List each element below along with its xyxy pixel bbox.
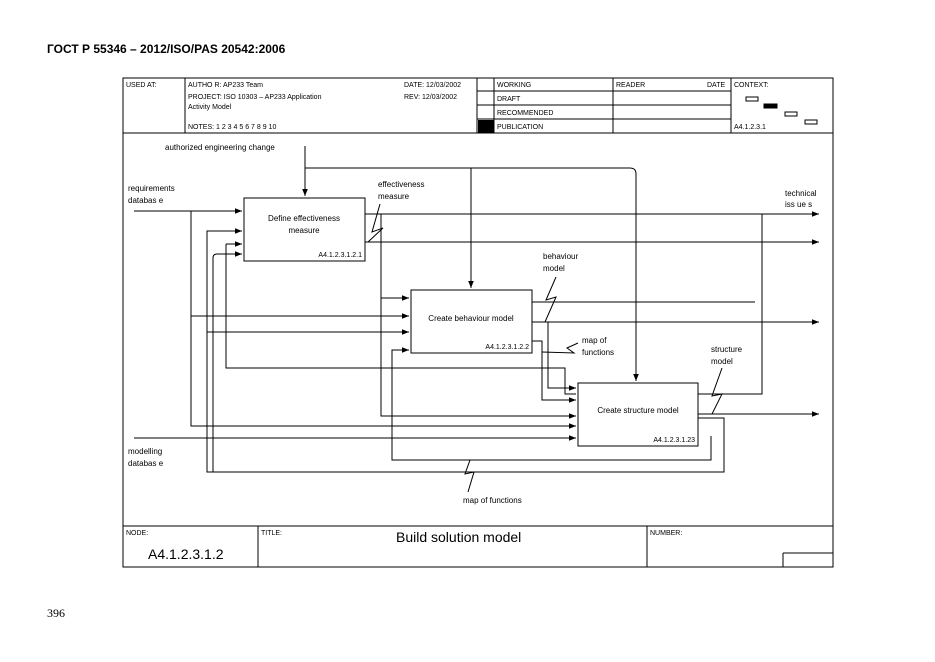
box-label: Define effectiveness [268,214,340,223]
used-at-label: USED AT: [126,82,157,89]
diagram-title: Build solution model [396,529,521,545]
status-recommended: RECOMMENDED [497,110,553,117]
publication-marker [478,120,494,133]
date-field: DATE: 12/03/2002 [404,82,461,89]
activity-box-define-effectiveness: Define effectiveness measure A4.1.2.3.1.… [243,197,366,262]
box-node: A4.1.2.3.1.23 [653,437,695,444]
squiggle-effectiveness [367,203,384,243]
label-authorized-change: authorized engineering change [165,143,275,152]
status-draft: DRAFT [497,96,521,103]
rev-field: REV: 12/03/2002 [404,94,457,101]
author-field: AUTHO R: AP233 Team [188,82,263,89]
arrow-structure-feedback [698,214,763,395]
label-modelling-2: databas e [128,459,164,468]
page-number: 396 [47,606,65,620]
arrow-effectiveness-to-behaviour [380,214,409,301]
activity-box-create-behaviour: Create behaviour model A4.1.2.3.1.2.2 [410,289,533,354]
label-effectiveness-2: measure [378,192,410,201]
label-map-functions: map of functions [463,496,522,505]
box-label: Create structure model [597,406,679,415]
arrow-map-functions-to-structure [532,340,576,403]
context-node: A4.1.2.3.1 [734,124,766,131]
number-label: NUMBER: [650,530,682,537]
context-label: CONTEXT: [734,82,769,89]
project-field: PROJECT: ISO 10303 – AP233 Application [188,94,322,101]
activity-box-create-structure: Create structure model A4.1.2.3.1.23 [577,382,699,447]
project-field-cont: Activity Model [188,104,232,111]
arrow-change-to-structure [305,167,639,381]
label-map-2: functions [582,348,614,357]
label-requirements: requirements [128,184,175,193]
label-requirements-2: databas e [128,196,164,205]
reader-date-label: DATE [707,82,725,89]
context-mini-box [804,119,818,125]
context-mini-box [745,96,759,102]
label-effectiveness: effectiveness [378,180,425,189]
arrow-behaviour-to-structure [547,322,576,391]
arrow-map-functions-loop [391,347,712,461]
label-modelling: modelling [128,447,162,456]
box-node: A4.1.2.3.1.2.1 [318,252,362,259]
diagram-frame [122,77,834,568]
label-behaviour: behaviour [543,252,578,261]
arrow-modelling-to-define [206,228,242,332]
arrow-feedback-to-define [225,244,576,395]
squiggle-behaviour [544,276,557,323]
arrow-map-functions-outer-define [212,251,242,472]
node-value: A4.1.2.3.1.2 [148,546,224,562]
title-label: TITLE: [261,530,282,537]
arrow-requirements-to-structure [190,316,576,429]
context-mini-box [784,111,798,117]
label-structure: structure [711,345,743,354]
squiggle-map [541,342,579,354]
notes-field: NOTES: 1 2 3 4 5 6 7 8 9 10 [188,124,276,131]
label-technical: technical [785,189,817,198]
arrow-map-functions-outer [206,417,725,473]
node-label: NODE: [126,530,148,537]
squiggle-structure [711,367,723,415]
document-header: ГОСТ Р 55346 – 2012/ISO/PAS 20542:2006 [47,42,286,56]
arrow-modelling-to-behaviour [206,329,409,438]
context-mini-box-active [763,103,778,109]
squiggle-map-functions [464,459,475,493]
status-publication: PUBLICATION [497,124,543,131]
box-node: A4.1.2.3.1.2.2 [485,344,529,351]
arrow-effectiveness-to-structure [380,298,576,419]
box-label: Create behaviour model [428,314,514,323]
label-behaviour-2: model [543,264,565,273]
label-map: map of [582,336,607,345]
label-structure-2: model [711,357,733,366]
reader-label: READER [616,82,645,89]
label-technical-2: iss ue s [785,200,812,209]
box-label: measure [288,226,320,235]
status-working: WORKING [497,82,531,89]
